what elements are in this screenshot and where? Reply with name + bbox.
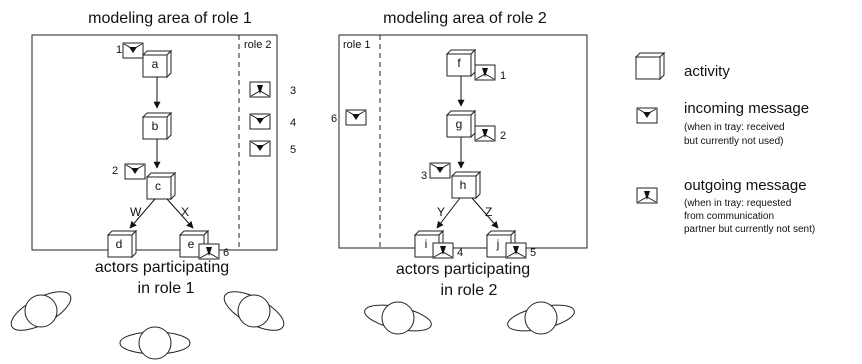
message-2-outgoing bbox=[474, 125, 496, 142]
message-1-number: 1 bbox=[116, 44, 122, 56]
area2-frame bbox=[338, 34, 588, 249]
message-1-incoming bbox=[122, 42, 144, 59]
area2-message-5-number: 5 bbox=[530, 247, 536, 259]
activity-b-label: b bbox=[152, 119, 159, 133]
legend-activity-label: activity bbox=[684, 63, 730, 80]
activity-e-label: e bbox=[188, 237, 195, 251]
message-3-incoming bbox=[429, 162, 451, 179]
activity-a-label: a bbox=[152, 57, 159, 71]
area2-message-3-number: 3 bbox=[421, 170, 427, 182]
message-2-incoming bbox=[124, 163, 146, 180]
activity-f bbox=[446, 49, 476, 77]
area1-tray-label: role 2 bbox=[244, 39, 272, 51]
activity-f-label: f bbox=[457, 56, 461, 70]
legend-outgoing-note-3: partner but currently not sent) bbox=[684, 224, 815, 235]
actors-area1-line1: actors participating bbox=[95, 259, 229, 276]
area2-message-2-number: 2 bbox=[500, 130, 506, 142]
message-5-outgoing bbox=[505, 242, 527, 259]
tray-message-3 bbox=[249, 81, 271, 98]
area1-title: modeling area of role 1 bbox=[88, 10, 252, 27]
branch-z: Z bbox=[485, 205, 492, 219]
legend-incoming-note-1: (when in tray: received bbox=[684, 122, 785, 133]
message-1-outgoing bbox=[474, 64, 496, 81]
message-5-number: 5 bbox=[290, 144, 296, 156]
activity-g-label: g bbox=[456, 117, 463, 131]
actor-icon bbox=[223, 291, 285, 331]
area1-frame bbox=[31, 34, 278, 251]
flow-c-e bbox=[166, 198, 194, 229]
branch-w: W bbox=[130, 205, 142, 219]
legend-outgoing-title: outgoing message bbox=[684, 177, 807, 194]
legend-outgoing-note-2: from communication bbox=[684, 211, 774, 222]
tray-message-4 bbox=[249, 113, 271, 130]
activity-d-label: d bbox=[116, 237, 123, 251]
flow-h-j bbox=[471, 197, 499, 229]
activity-h-label: h bbox=[460, 178, 467, 192]
legend-outgoing-note-1: (when in tray: requested bbox=[684, 198, 791, 209]
legend-activity-icon bbox=[635, 52, 665, 80]
message-6-outgoing bbox=[198, 243, 220, 260]
legend-incoming-note-2: but currently not used) bbox=[684, 136, 784, 147]
legend-incoming-title: incoming message bbox=[684, 100, 809, 117]
message-3-number: 3 bbox=[290, 85, 296, 97]
legend-incoming-icon bbox=[636, 107, 658, 124]
branch-y: Y bbox=[437, 205, 445, 219]
activity-c bbox=[146, 172, 176, 200]
actors-area1-line2: in role 1 bbox=[138, 280, 195, 297]
tray-message-6 bbox=[345, 109, 367, 126]
area2-message-6-number: 6 bbox=[331, 113, 337, 125]
area2-title: modeling area of role 2 bbox=[383, 10, 547, 27]
activity-c-label: c bbox=[155, 179, 161, 193]
actor-icon bbox=[119, 326, 191, 360]
area2-tray-label: role 1 bbox=[343, 39, 371, 51]
activity-j-label: j bbox=[496, 237, 500, 251]
actor-icon bbox=[10, 291, 72, 331]
actors-area2-line1: actors participating bbox=[396, 261, 530, 278]
area2-message-1-number: 1 bbox=[500, 70, 506, 82]
tray-message-5 bbox=[249, 140, 271, 157]
message-4-number: 4 bbox=[290, 117, 296, 129]
actors-area2-line2: in role 2 bbox=[441, 282, 498, 299]
message-2-number: 2 bbox=[112, 165, 118, 177]
legend-outgoing-icon bbox=[636, 187, 658, 204]
activity-i-label: i bbox=[425, 237, 428, 251]
flow-h-i bbox=[436, 197, 461, 229]
branch-x: X bbox=[181, 205, 189, 219]
flow-c-d bbox=[129, 198, 156, 229]
actor-icon bbox=[364, 301, 432, 335]
message-4-outgoing bbox=[432, 242, 454, 259]
area2-message-4-number: 4 bbox=[457, 247, 463, 259]
message-6-number: 6 bbox=[223, 247, 229, 259]
actor-icon bbox=[507, 301, 575, 335]
